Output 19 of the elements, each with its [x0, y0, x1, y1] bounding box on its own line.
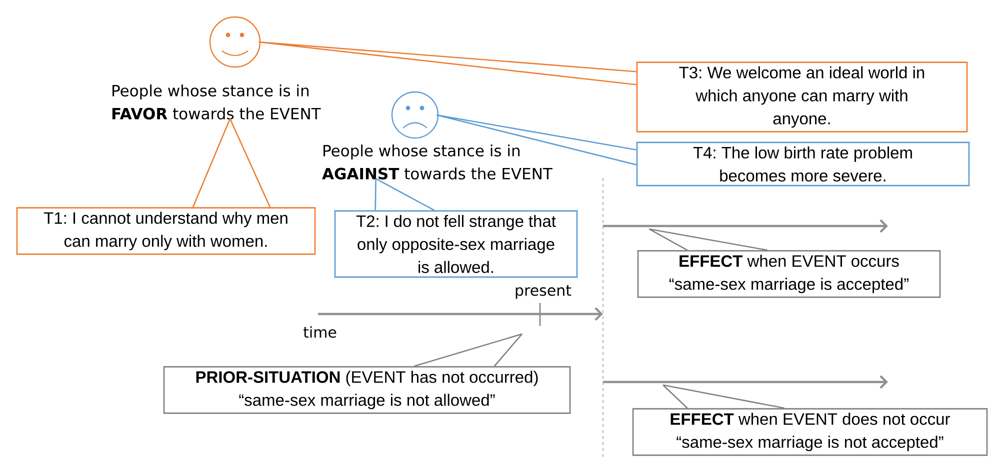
callout-tail	[192, 118, 271, 208]
axis-label: time	[303, 326, 336, 338]
callout-box: EFFECT when EVENT occurs “same-sex marriage is accepted”	[637, 250, 941, 298]
callout-box: T2: I do not fell strange that only opposite-sex marriage is allowed.	[334, 210, 578, 278]
callout-tail	[258, 41, 637, 86]
callout-tail	[374, 178, 435, 211]
callout-tail	[662, 384, 785, 409]
group-label: People whose stance is in AGAINST towards the EVENT	[322, 144, 552, 180]
callout-tail	[436, 114, 637, 166]
face-icon	[209, 16, 261, 68]
callout-tail	[648, 228, 768, 251]
callout-box: T1: I cannot understand why men can marry only with women.	[16, 207, 316, 255]
callout-tail	[414, 333, 523, 367]
callout-box: T3: We welcome an ideal world in which anyone can marry with anyone.	[636, 62, 968, 132]
callout-box: EFFECT when EVENT does not occur “same-sex marriage is not accepted”	[632, 408, 988, 456]
face-icon	[391, 91, 439, 139]
callout-box: T4: The low birth rate problem becomes more severe.	[636, 142, 970, 186]
callout-box: PRIOR-SITUATION (EVENT has not occurred) “same-sex marriage is not allowed”	[163, 366, 571, 414]
group-label: People whose stance is in FAVOR towards the EVENT	[112, 84, 321, 120]
